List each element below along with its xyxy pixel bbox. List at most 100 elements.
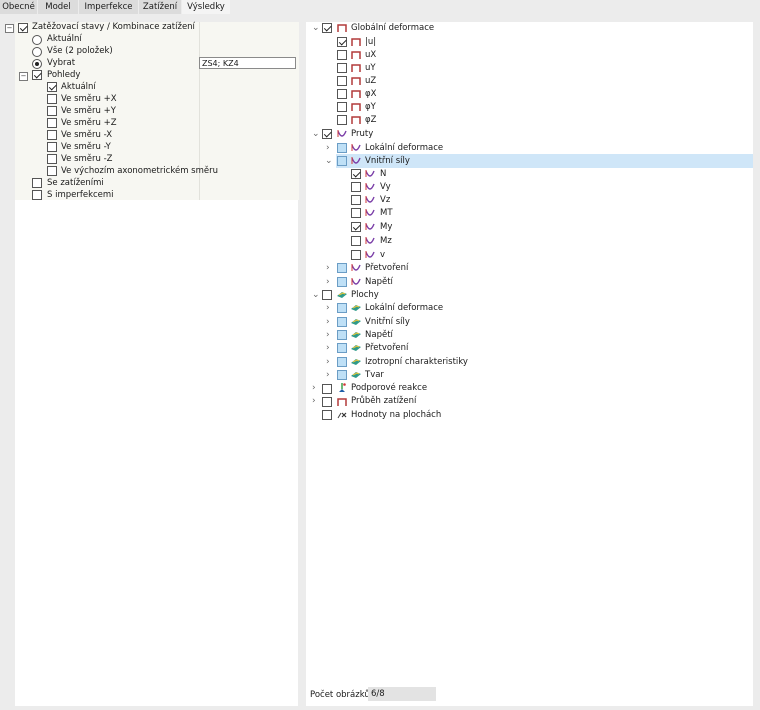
force-v-checkbox[interactable]: [351, 250, 361, 260]
global-item-ux-checkbox[interactable]: [337, 50, 347, 60]
view-checkbox-plus-y[interactable]: [47, 106, 57, 116]
support-reactions-checkbox[interactable]: [322, 384, 332, 394]
members-strain-label: Přetvoření: [365, 263, 409, 273]
load-distribution-checkbox[interactable]: [322, 397, 332, 407]
surface-result-icon: [351, 345, 361, 351]
members-internal-forces-checkbox[interactable]: [337, 156, 347, 166]
members-stress-checkbox[interactable]: [337, 277, 347, 287]
surfaces-internal-forces-checkbox[interactable]: [337, 317, 347, 327]
global-item-phiy-label: φY: [365, 102, 376, 112]
chevron-right-icon[interactable]: ›: [326, 343, 330, 353]
global-item-uy-label: uY: [365, 63, 376, 73]
force-vz-checkbox[interactable]: [351, 195, 361, 205]
view-checkbox-minus-z[interactable]: [47, 154, 57, 164]
chevron-right-icon[interactable]: ›: [326, 357, 330, 367]
chevron-right-icon[interactable]: ›: [326, 370, 330, 380]
surfaces-isotropic-checkbox[interactable]: [337, 357, 347, 367]
surfaces-checkbox[interactable]: [322, 290, 332, 300]
support-reaction-icon: [339, 383, 346, 392]
force-n-checkbox[interactable]: [351, 169, 361, 179]
chevron-right-icon[interactable]: ›: [326, 277, 330, 287]
surfaces-shape-label: Tvar: [365, 370, 384, 380]
member-result-icon: [365, 183, 375, 190]
force-vy-checkbox[interactable]: [351, 182, 361, 192]
members-local-def-checkbox[interactable]: [337, 143, 347, 153]
member-result-icon: [365, 223, 375, 230]
force-mz-checkbox[interactable]: [351, 236, 361, 246]
force-my-label: My: [380, 222, 393, 232]
global-deformation-icon: [337, 398, 347, 406]
values-on-surfaces-checkbox[interactable]: [322, 410, 332, 420]
global-item-phiz-label: φZ: [365, 115, 377, 125]
global-deformation-icon: [351, 51, 361, 59]
member-result-icon: [365, 196, 375, 203]
view-label-plus-x: Ve směru +X: [61, 94, 117, 104]
chevron-right-icon[interactable]: ›: [326, 303, 330, 313]
surfaces-stress-checkbox[interactable]: [337, 330, 347, 340]
chevron-right-icon[interactable]: ›: [326, 330, 330, 340]
surfaces-label: Plochy: [351, 290, 379, 300]
tab-results[interactable]: Výsledky: [182, 0, 230, 14]
left-value-column: [199, 22, 299, 200]
force-mt-checkbox[interactable]: [351, 208, 361, 218]
with-loads-checkbox[interactable]: [32, 178, 42, 188]
select-load-cases-input[interactable]: ZS4; KZ4: [199, 57, 296, 69]
radio-all[interactable]: [32, 47, 42, 57]
global-item-phiz-checkbox[interactable]: [337, 115, 347, 125]
surfaces-strain-checkbox[interactable]: [337, 343, 347, 353]
selected-row-highlight: [336, 154, 753, 168]
surface-result-icon: [351, 359, 361, 365]
chevron-down-icon[interactable]: ⌄: [312, 23, 320, 33]
chevron-right-icon[interactable]: ›: [312, 383, 316, 393]
surfaces-local-def-checkbox[interactable]: [337, 303, 347, 313]
members-label: Pruty: [351, 129, 374, 139]
view-label-minus-x: Ve směru -X: [61, 130, 113, 140]
view-label-axonometric: Ve výchozím axonometrickém směru: [61, 166, 219, 176]
views-checkbox[interactable]: [32, 70, 42, 80]
members-internal-forces-label: Vnitřní síly: [365, 156, 410, 166]
load-cases-checkbox[interactable]: [18, 23, 28, 33]
radio-select[interactable]: [32, 59, 42, 69]
radio-current[interactable]: [32, 35, 42, 45]
collapse-load-cases[interactable]: −: [5, 24, 14, 33]
chevron-down-icon[interactable]: ⌄: [312, 129, 320, 139]
load-distribution-label: Průběh zatížení: [351, 396, 417, 406]
global-item-uz-checkbox[interactable]: [337, 76, 347, 86]
surface-result-icon: [337, 292, 347, 298]
force-my-checkbox[interactable]: [351, 222, 361, 232]
view-checkbox-minus-y[interactable]: [47, 142, 57, 152]
chevron-right-icon[interactable]: ›: [326, 263, 330, 273]
surfaces-internal-forces-label: Vnitřní síly: [365, 317, 410, 327]
surface-result-icon: [351, 319, 361, 325]
chevron-right-icon[interactable]: ›: [326, 143, 330, 153]
chevron-right-icon[interactable]: ›: [326, 317, 330, 327]
view-checkbox-axonometric[interactable]: [47, 166, 57, 176]
members-checkbox[interactable]: [322, 129, 332, 139]
view-checkbox-plus-x[interactable]: [47, 94, 57, 104]
surfaces-local-def-label: Lokální deformace: [365, 303, 444, 313]
view-checkbox-minus-x[interactable]: [47, 130, 57, 140]
radio-all-label: Vše (2 položek): [47, 46, 113, 56]
global-def-checkbox[interactable]: [322, 23, 332, 33]
global-item-phiy-checkbox[interactable]: [337, 102, 347, 112]
with-imperfections-checkbox[interactable]: [32, 190, 42, 200]
tab-imperfections[interactable]: Imperfekce: [79, 0, 138, 14]
surfaces-shape-checkbox[interactable]: [337, 370, 347, 380]
chevron-down-icon[interactable]: ⌄: [312, 290, 320, 300]
tab-model[interactable]: Model: [38, 0, 78, 14]
global-item-uy-checkbox[interactable]: [337, 63, 347, 73]
tab-general[interactable]: Obecné: [0, 0, 37, 14]
chevron-down-icon[interactable]: ⌄: [325, 156, 333, 166]
surface-result-icon: [351, 332, 361, 338]
view-label-minus-y: Ve směru -Y: [61, 142, 111, 152]
global-item-u-checkbox[interactable]: [337, 37, 347, 47]
force-v-label: v: [380, 250, 386, 260]
global-item-phix-checkbox[interactable]: [337, 89, 347, 99]
chevron-right-icon[interactable]: ›: [312, 396, 316, 406]
tab-loads[interactable]: Zatížení: [139, 0, 181, 14]
view-checkbox-plus-z[interactable]: [47, 118, 57, 128]
collapse-views[interactable]: −: [19, 72, 28, 81]
members-strain-checkbox[interactable]: [337, 263, 347, 273]
view-checkbox-current[interactable]: [47, 82, 57, 92]
force-vz-label: Vz: [380, 195, 391, 205]
